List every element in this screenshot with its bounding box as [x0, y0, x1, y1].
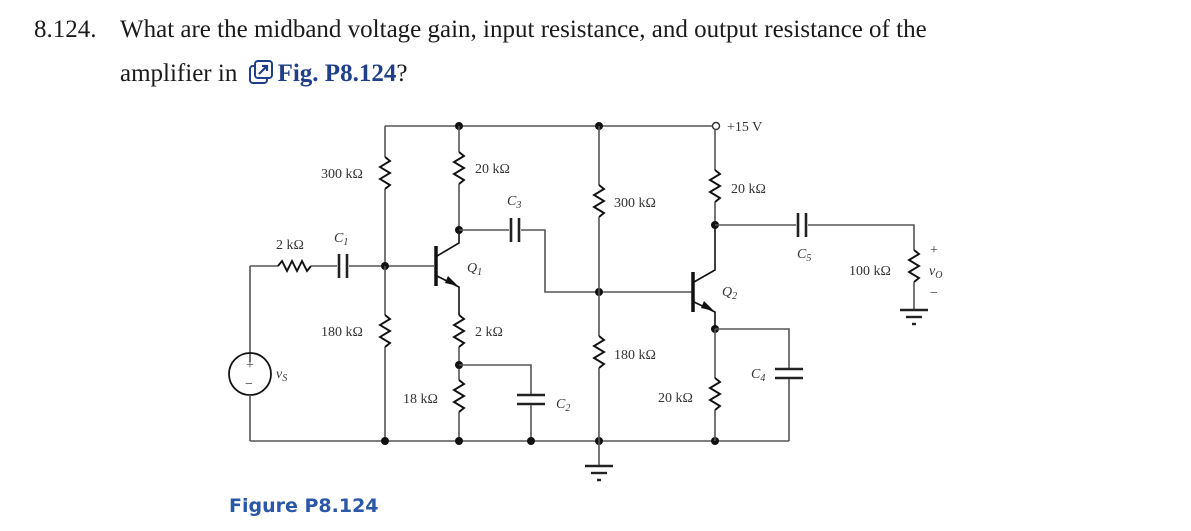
rb2-bottom-label: 180 kΩ: [614, 348, 656, 363]
resistor-rc2: [708, 130, 722, 229]
resistor-source: [277, 258, 312, 274]
rc1-label: 20 kΩ: [475, 162, 510, 177]
top-rail: [384, 121, 721, 157]
resistor-rb1-top: [378, 156, 392, 266]
resistor-rb2-bottom: [592, 292, 606, 441]
vs-minus: −: [245, 377, 253, 392]
c5-label: C5: [797, 247, 811, 264]
rb2-top-label: 300 kΩ: [614, 196, 656, 211]
input-network: [228, 254, 434, 441]
q2-label: Q2: [722, 285, 737, 302]
problem-line-2: amplifier in Fig. P8.124?: [34, 52, 927, 96]
external-link-icon[interactable]: [248, 59, 274, 85]
transistor-q2: [691, 225, 716, 329]
rc2-label: 20 kΩ: [731, 182, 766, 197]
q1-label: Q1: [467, 261, 482, 278]
rs-label: 2 kΩ: [276, 238, 304, 253]
emitter-network-q1: [452, 314, 545, 441]
supply-terminal: [711, 121, 721, 131]
output-network: [715, 213, 928, 326]
problem-text-1: What are the midband voltage gain, input…: [120, 16, 927, 43]
rb1-bottom-label: 180 kΩ: [321, 325, 363, 340]
resistor-rb2-top: [592, 126, 606, 292]
vo-label: vO: [929, 264, 942, 281]
rload-label: 100 kΩ: [849, 264, 891, 279]
re2-label: 20 kΩ: [658, 391, 693, 406]
re1a-label: 2 kΩ: [475, 325, 503, 340]
emitter-network-q2: [708, 325, 803, 441]
question-mark: ?: [396, 60, 408, 87]
resistor-rc1: [452, 126, 466, 234]
resistor-rb1-bottom: [378, 266, 392, 441]
figure-link[interactable]: Fig. P8.124: [277, 60, 397, 87]
problem-line-1: 8.124. What are the midband voltage gain,…: [34, 8, 927, 52]
c4-label: C4: [751, 367, 765, 384]
problem-number: 8.124.: [34, 16, 97, 43]
vo-minus: −: [930, 286, 938, 301]
resistor-load: [907, 249, 921, 283]
capacitor-c3: [459, 218, 693, 296]
problem-statement: 8.124. What are the midband voltage gain,…: [34, 8, 927, 96]
supply-label: +15 V: [727, 120, 762, 135]
re1b-label: 18 kΩ: [403, 392, 438, 407]
vs-label: vS: [276, 367, 287, 384]
rb1-top-label: 300 kΩ: [321, 167, 363, 182]
ground-rail: [250, 437, 789, 465]
ground-icon: [585, 464, 613, 482]
c1-label: C1: [334, 231, 348, 248]
vo-plus: +: [930, 243, 938, 258]
figure-caption: Figure P8.124: [229, 495, 379, 517]
transistor-q1: [434, 231, 460, 315]
problem-text-2: amplifier in: [120, 60, 238, 87]
c3-label: C3: [507, 194, 521, 211]
vs-plus: +: [246, 358, 254, 373]
c2-label: C2: [556, 397, 570, 414]
